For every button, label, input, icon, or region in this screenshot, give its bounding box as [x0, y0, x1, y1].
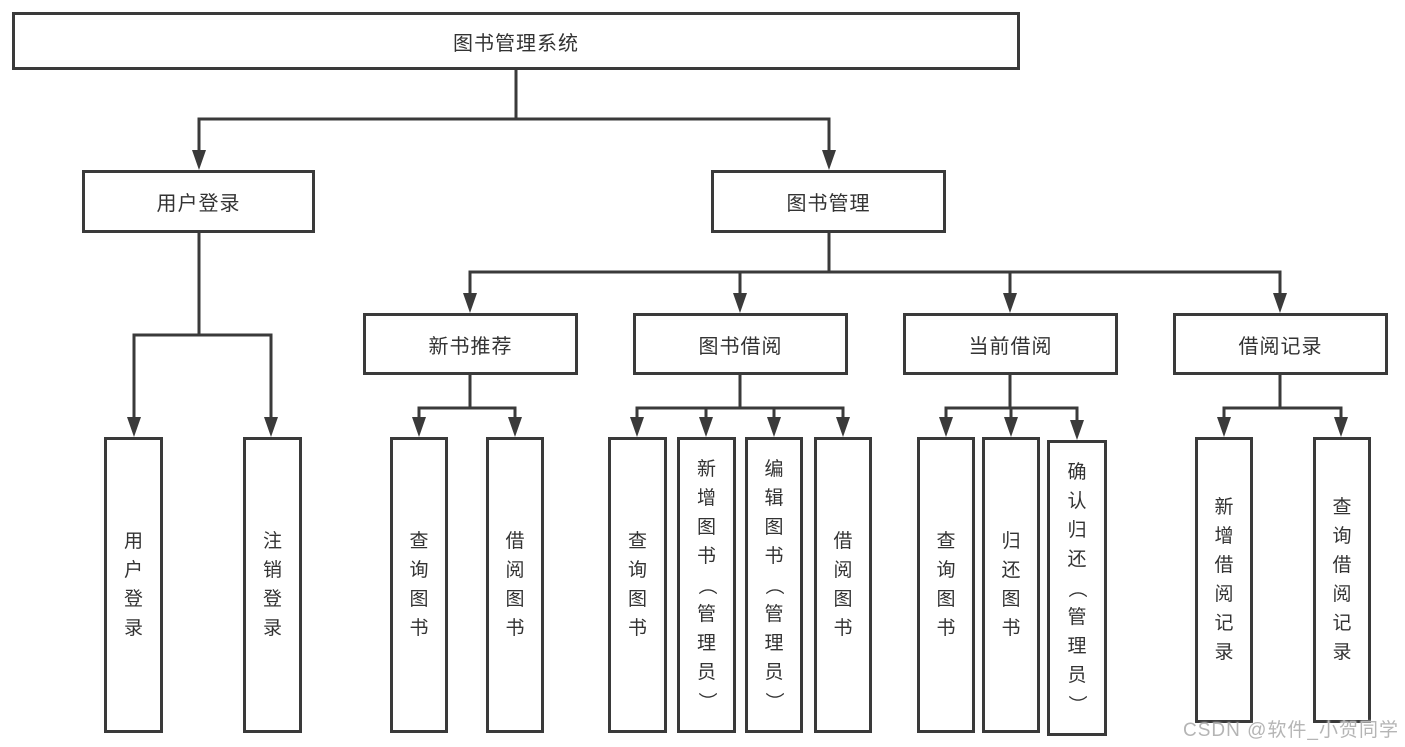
leaf-add-borrow-record: 新增借阅记录 [1195, 437, 1253, 723]
leaf-edit-book-admin: 编辑图书（管理员） [745, 437, 803, 733]
node-label: 确认归还（管理员） [1066, 461, 1088, 714]
node-current-borrowing: 当前借阅 [903, 313, 1118, 375]
node-label: 图书借阅 [698, 335, 783, 358]
node-label: 新增借阅记录 [1214, 497, 1234, 663]
leaf-user-login: 用户登录 [104, 437, 163, 733]
node-label: 新增图书（管理员） [695, 458, 717, 711]
node-label: 借阅图书 [833, 531, 853, 639]
node-label: 用户登录 [156, 193, 241, 215]
node-user-login: 用户登录 [82, 170, 315, 233]
leaf-confirm-return-admin: 确认归还（管理员） [1047, 440, 1107, 736]
node-label: 借阅记录 [1238, 335, 1323, 358]
node-borrowing-records: 借阅记录 [1173, 313, 1388, 375]
node-label: 查询图书 [936, 531, 956, 639]
node-label: 用户登录 [123, 531, 143, 639]
node-library-management-system: 图书管理系统 [12, 12, 1020, 70]
node-label: 借阅图书 [505, 531, 525, 639]
leaf-return-book: 归还图书 [982, 437, 1040, 733]
leaf-query-borrow-record: 查询借阅记录 [1313, 437, 1371, 723]
leaf-borrow-books-recommend: 借阅图书 [486, 437, 544, 733]
node-label: 图书管理 [786, 193, 871, 215]
leaf-add-book-admin: 新增图书（管理员） [677, 437, 736, 733]
leaf-query-books-recommend: 查询图书 [390, 437, 448, 733]
csdn-watermark: CSDN @软件_小贺同学 [1183, 720, 1399, 741]
node-label: 图书管理系统 [453, 32, 579, 55]
node-book-management: 图书管理 [711, 170, 946, 233]
node-label: 归还图书 [1001, 531, 1021, 639]
node-book-borrowing: 图书借阅 [633, 313, 848, 375]
leaf-borrow-books: 借阅图书 [814, 437, 872, 733]
node-label: 注销登录 [262, 531, 282, 639]
node-label: 查询图书 [409, 531, 429, 639]
node-label: 当前借阅 [968, 335, 1053, 358]
node-label: 新书推荐 [428, 335, 513, 358]
node-label: 编辑图书（管理员） [763, 458, 785, 711]
node-label: 查询借阅记录 [1332, 497, 1352, 663]
node-new-book-recommendation: 新书推荐 [363, 313, 578, 375]
leaf-query-books-current: 查询图书 [917, 437, 975, 733]
node-label: 查询图书 [627, 531, 647, 639]
leaf-logout: 注销登录 [243, 437, 302, 733]
leaf-query-books-borrow: 查询图书 [608, 437, 667, 733]
